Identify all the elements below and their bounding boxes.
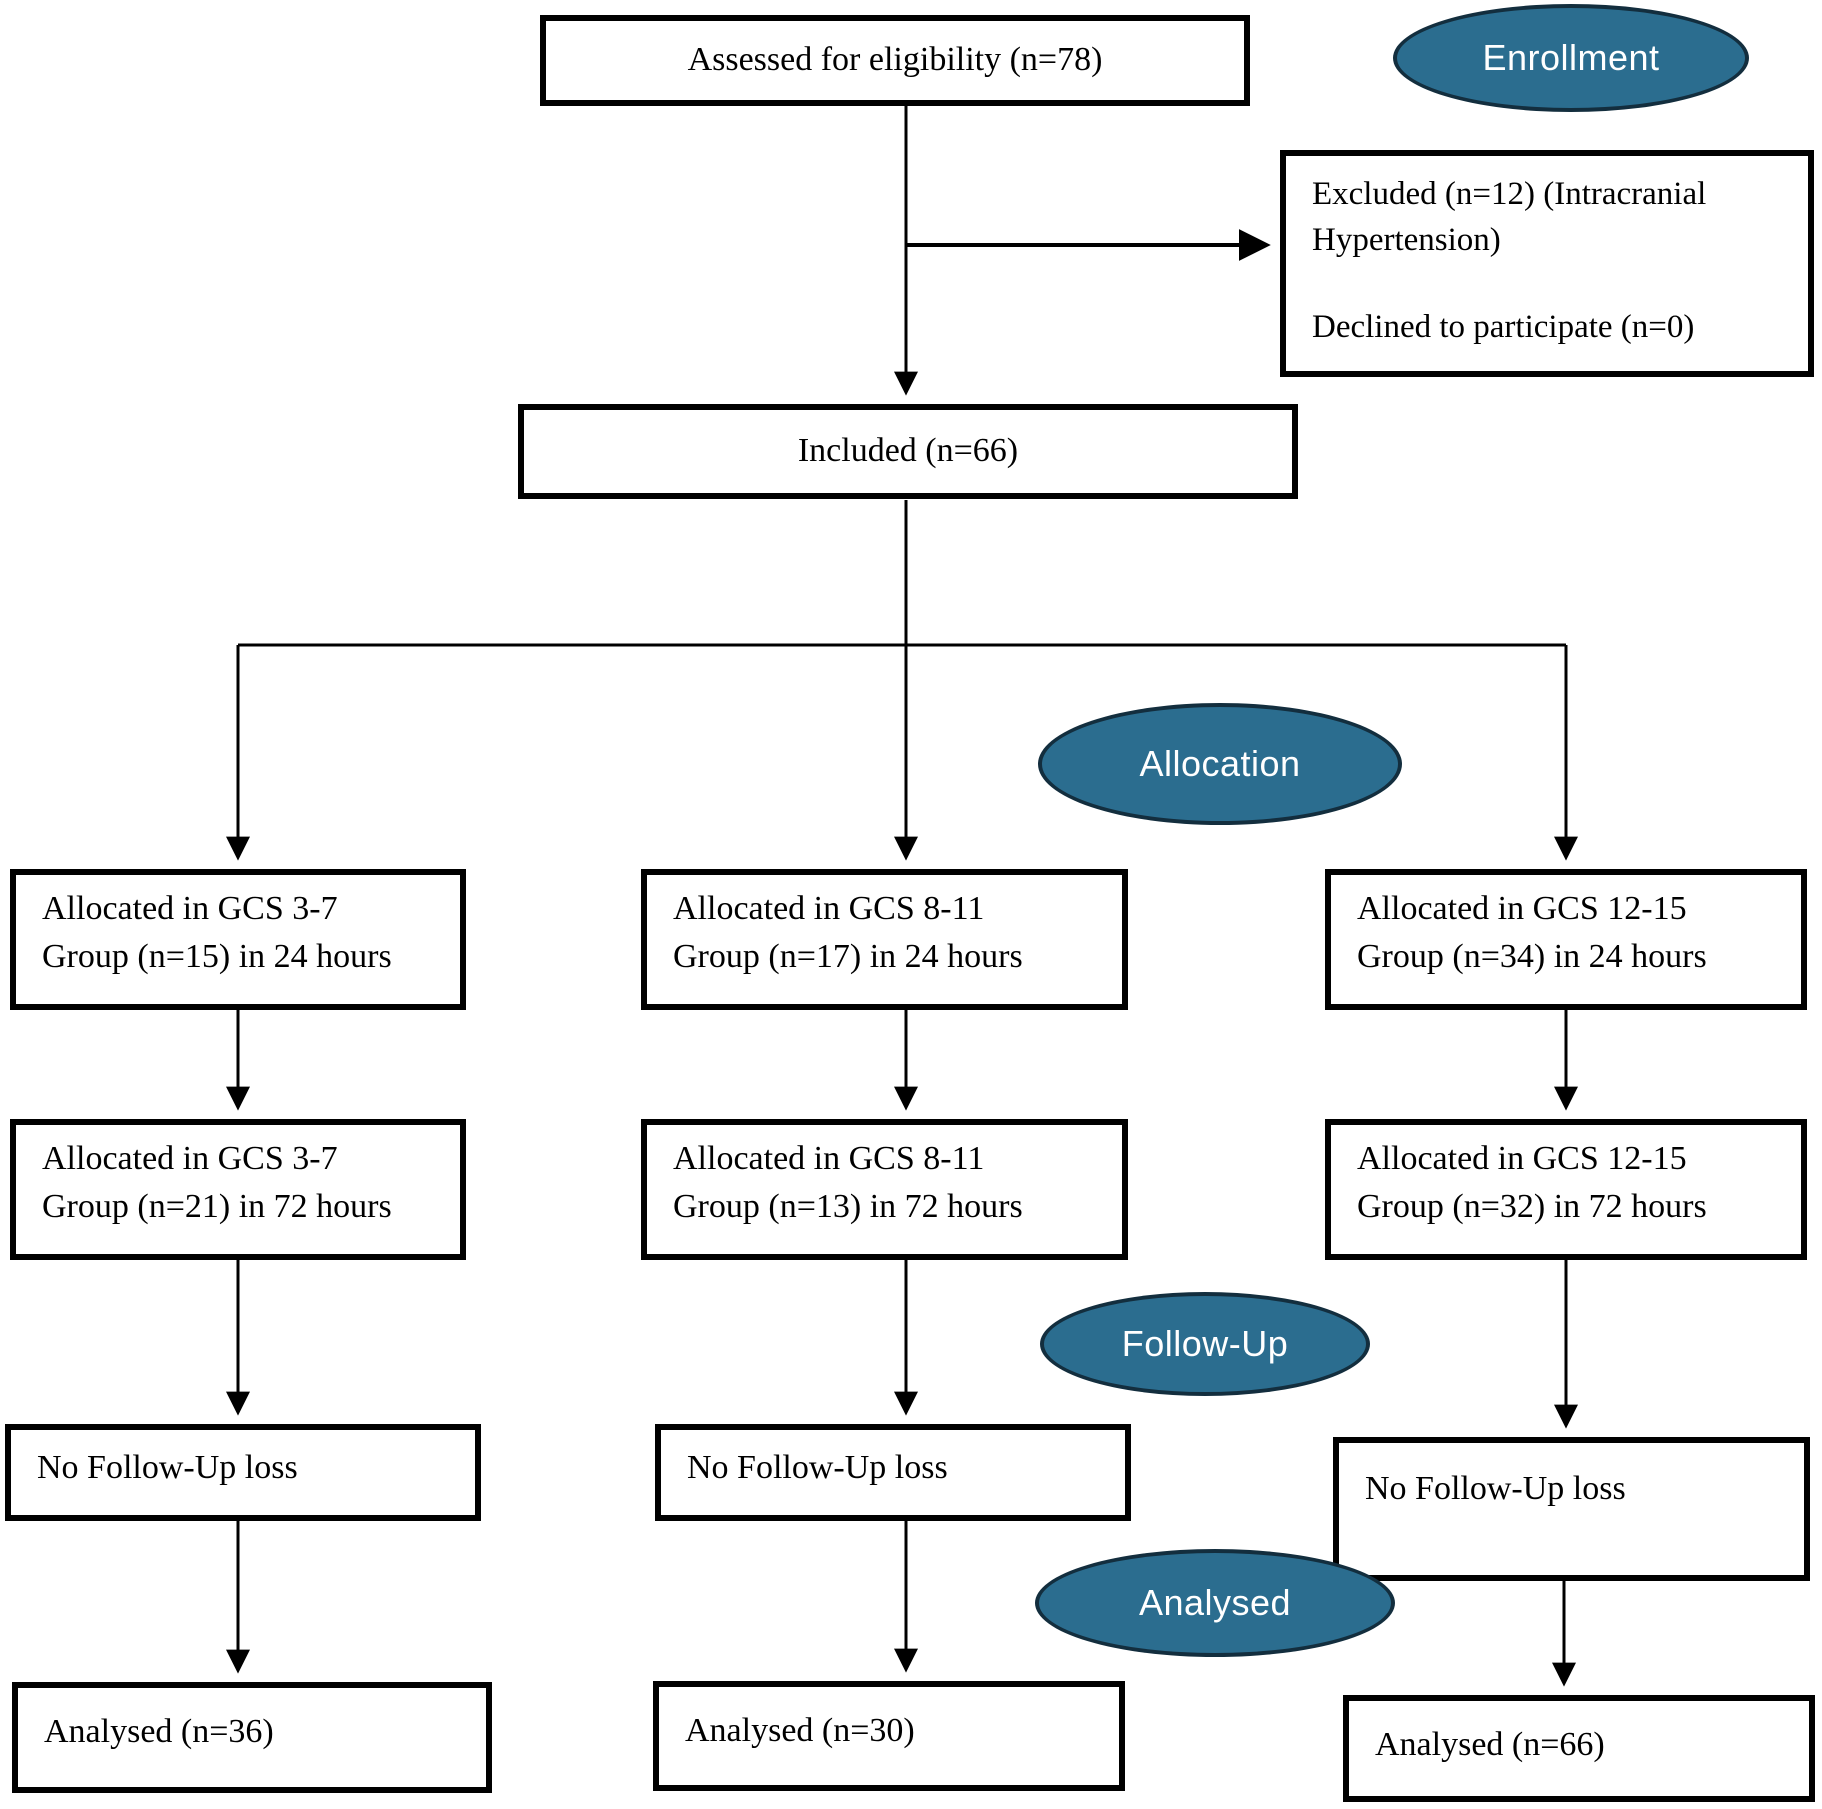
stage-analysed: Analysed xyxy=(1035,1549,1395,1657)
alloc-72h-gcs-3-7-line1: Allocated in GCS 3-7 xyxy=(42,1140,338,1177)
stage-allocation-label: Allocation xyxy=(1139,743,1301,784)
analysed-box-gcs-12-15: Analysed (n=66) xyxy=(1343,1695,1815,1802)
stage-allocation: Allocation xyxy=(1038,703,1402,825)
excluded-box: Excluded (n=12) (Intracranial Hypertensi… xyxy=(1280,150,1814,377)
excluded-line1: Excluded (n=12) (Intracranial Hypertensi… xyxy=(1312,176,1707,258)
assessed-box: Assessed for eligibility (n=78) xyxy=(540,15,1250,106)
analysed-gcs-12-15-label: Analysed (n=66) xyxy=(1375,1726,1605,1763)
alloc-72h-gcs-12-15-line2: Group (n=32) in 72 hours xyxy=(1357,1188,1707,1226)
alloc-24h-box-gcs-8-11: Allocated in GCS 8-11 Group (n=17) in 24… xyxy=(641,869,1128,1010)
followup-box-gcs-8-11: No Follow-Up loss xyxy=(655,1424,1131,1521)
stage-enrollment-label: Enrollment xyxy=(1482,37,1660,78)
excluded-line2: Declined to participate (n=0) xyxy=(1312,309,1695,346)
alloc-24h-gcs-12-15-line1: Allocated in GCS 12-15 xyxy=(1357,890,1687,927)
alloc-72h-box-gcs-12-15: Allocated in GCS 12-15 Group (n=32) in 7… xyxy=(1325,1119,1807,1260)
followup-gcs-3-7-label: No Follow-Up loss xyxy=(37,1449,298,1486)
stage-enrollment: Enrollment xyxy=(1393,4,1749,112)
assessed-label: Assessed for eligibility (n=78) xyxy=(687,41,1103,79)
included-label: Included (n=66) xyxy=(797,432,1019,470)
stage-followup-label: Follow-Up xyxy=(1121,1323,1289,1364)
alloc-72h-gcs-8-11-line1: Allocated in GCS 8-11 xyxy=(673,1140,985,1177)
stage-analysed-label: Analysed xyxy=(1138,1582,1292,1623)
followup-box-gcs-12-15: No Follow-Up loss xyxy=(1333,1437,1810,1581)
alloc-72h-gcs-8-11-line2: Group (n=13) in 72 hours xyxy=(673,1188,1023,1226)
alloc-24h-gcs-12-15-line2: Group (n=34) in 24 hours xyxy=(1357,938,1707,976)
alloc-72h-box-gcs-8-11: Allocated in GCS 8-11 Group (n=13) in 72… xyxy=(641,1119,1128,1260)
alloc-24h-gcs-8-11-line1: Allocated in GCS 8-11 xyxy=(673,890,985,927)
alloc-24h-box-gcs-12-15: Allocated in GCS 12-15 Group (n=34) in 2… xyxy=(1325,869,1807,1010)
alloc-72h-gcs-3-7-line2: Group (n=21) in 72 hours xyxy=(42,1188,392,1226)
analysed-box-gcs-8-11: Analysed (n=30) xyxy=(653,1681,1125,1791)
analysed-gcs-8-11-label: Analysed (n=30) xyxy=(685,1712,915,1749)
analysed-gcs-3-7-label: Analysed (n=36) xyxy=(44,1713,274,1750)
included-box: Included (n=66) xyxy=(518,404,1298,499)
alloc-72h-box-gcs-3-7: Allocated in GCS 3-7 Group (n=21) in 72 … xyxy=(10,1119,466,1260)
alloc-72h-gcs-12-15-line1: Allocated in GCS 12-15 xyxy=(1357,1140,1687,1177)
alloc-24h-gcs-8-11-line2: Group (n=17) in 24 hours xyxy=(673,938,1023,976)
alloc-24h-gcs-3-7-line2: Group (n=15) in 24 hours xyxy=(42,938,392,976)
followup-gcs-8-11-label: No Follow-Up loss xyxy=(687,1449,948,1486)
followup-box-gcs-3-7: No Follow-Up loss xyxy=(5,1424,481,1521)
alloc-24h-gcs-3-7-line1: Allocated in GCS 3-7 xyxy=(42,890,338,927)
stage-followup: Follow-Up xyxy=(1040,1292,1370,1396)
alloc-24h-box-gcs-3-7: Allocated in GCS 3-7 Group (n=15) in 24 … xyxy=(10,869,466,1010)
followup-gcs-12-15-label: No Follow-Up loss xyxy=(1365,1470,1626,1507)
analysed-box-gcs-3-7: Analysed (n=36) xyxy=(12,1682,492,1793)
